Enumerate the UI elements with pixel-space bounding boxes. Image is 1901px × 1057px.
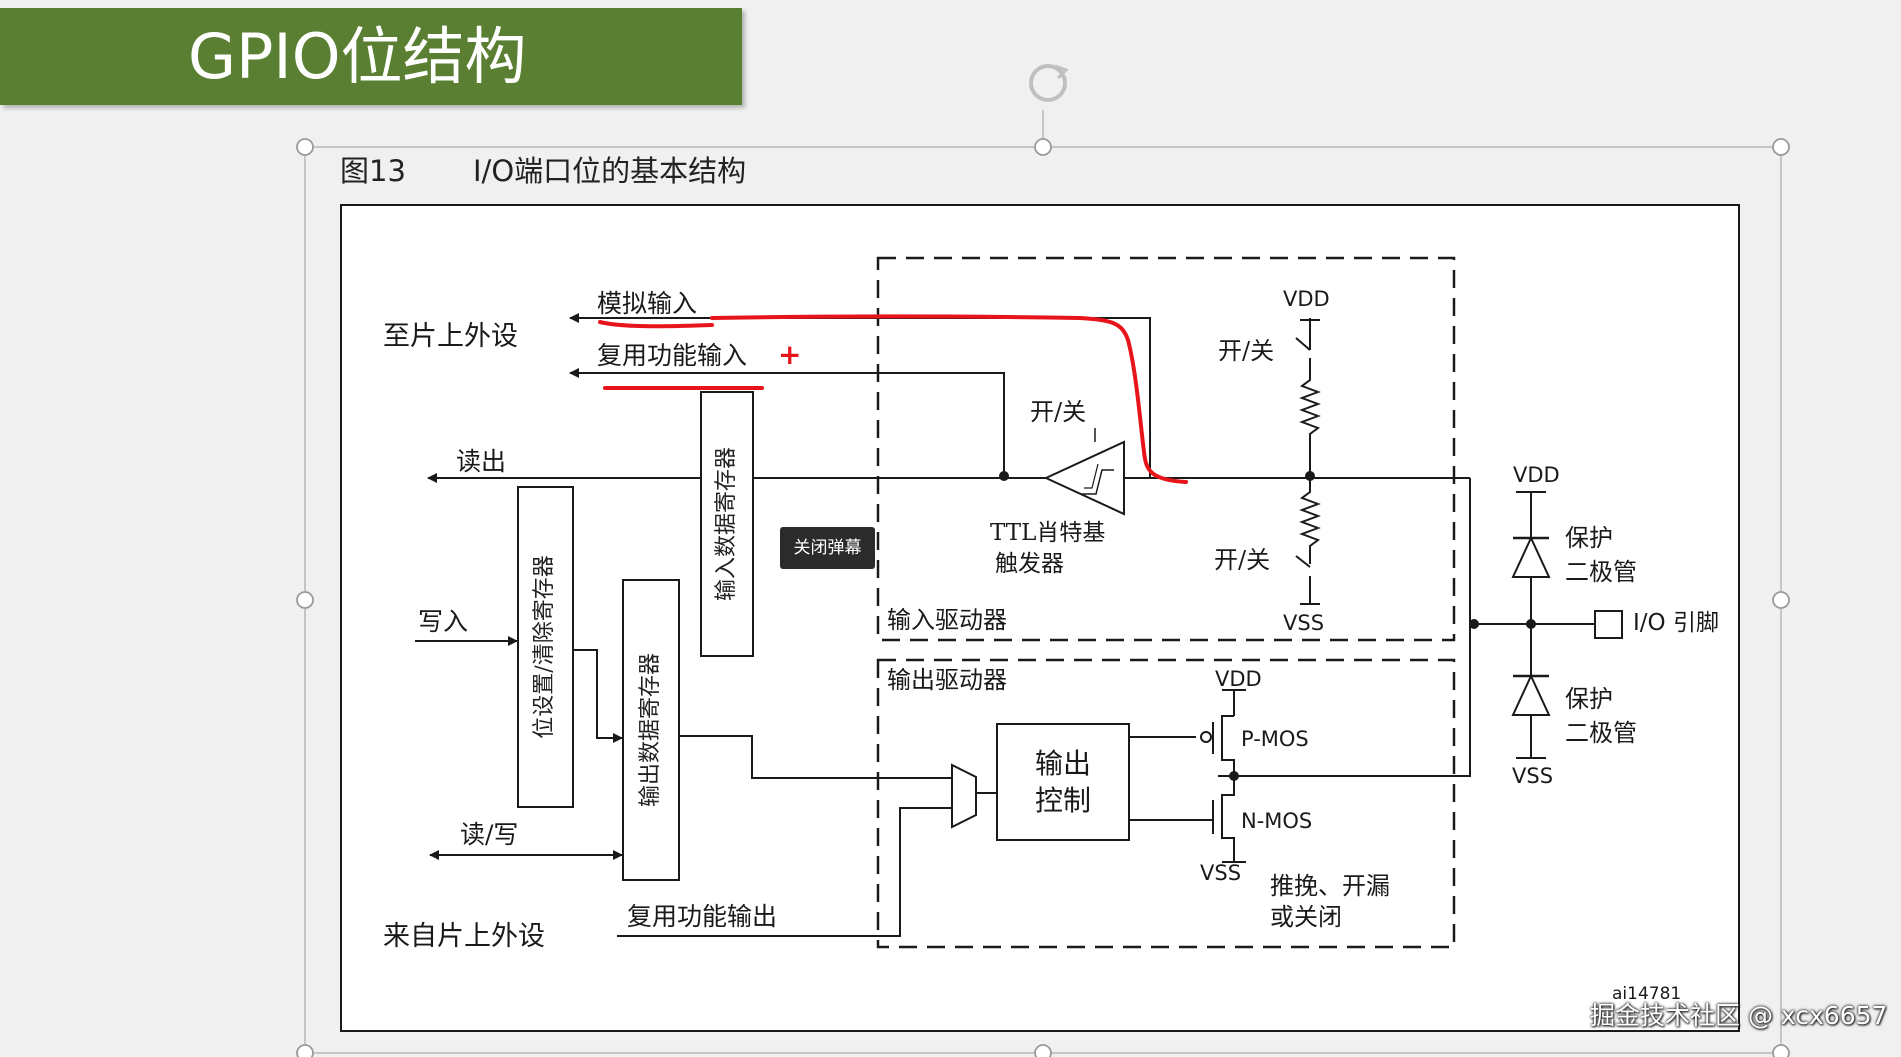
output-data-register: 输出数据寄存器	[622, 579, 680, 881]
alt-func-input-label: 复用功能输入	[597, 341, 747, 370]
output-mux	[951, 763, 977, 829]
input-driver-box	[876, 256, 1456, 642]
schmitt-label-line2: 触发器	[995, 551, 1064, 577]
bit-set-reset-register: 位设置/清除寄存器	[517, 486, 574, 808]
close-danmaku-button[interactable]: 关闭弹幕	[780, 527, 875, 569]
figure-caption-text: I/O端口位的基本结构	[473, 154, 746, 188]
output-driver-box	[876, 658, 1456, 949]
mode-label-line2: 或关闭	[1270, 903, 1342, 931]
resize-handle-bottom-right[interactable]	[1772, 1044, 1790, 1057]
figure-id-label: ai14781	[1612, 984, 1681, 1004]
pin-junction-dot-right	[1526, 619, 1536, 629]
input-driver-label: 输入驱动器	[887, 606, 1007, 634]
pulldown-switch	[1295, 555, 1311, 568]
pullup-resistor	[1299, 358, 1321, 478]
protection-diode-bottom-symbol	[1511, 673, 1551, 716]
vdd-diode-label: VDD	[1513, 463, 1560, 487]
red-annotation-strokes	[598, 314, 1188, 484]
read-write-label: 读/写	[460, 820, 518, 849]
bsrr-to-odr-line	[573, 649, 623, 743]
output-data-register-label: 输出数据寄存器	[638, 653, 663, 807]
protection-diode-bottom-line2: 二极管	[1565, 719, 1637, 747]
resize-handle-top-left[interactable]	[296, 138, 314, 156]
watermark: 掘金技术社区 @ xcx6657	[1590, 1001, 1888, 1030]
schmitt-label-line1: TTL肖特基	[990, 520, 1105, 546]
read-out-label: 读出	[456, 447, 506, 476]
vss-main-label: VSS	[1283, 611, 1324, 635]
slide-title: GPIO位结构	[188, 20, 527, 93]
resistor-junction-dot	[1305, 471, 1315, 481]
odr-to-mux-line	[679, 735, 952, 779]
output-control-line2: 控制	[1035, 784, 1091, 817]
red-plus-mark: +	[778, 338, 801, 371]
pullup-on-off-label: 开/关	[1218, 337, 1274, 365]
pulldown-resistor	[1299, 478, 1321, 564]
output-to-pin-line	[1218, 624, 1471, 777]
pmos-label: P-MOS	[1241, 727, 1309, 751]
resize-handle-bottom[interactable]	[1034, 1044, 1052, 1057]
protection-diode-top-line1: 保护	[1565, 524, 1613, 552]
pulldown-on-off-label: 开/关	[1214, 546, 1270, 574]
resize-handle-right[interactable]	[1772, 591, 1790, 609]
nmos-channel	[1221, 776, 1235, 862]
vss-output-label: VSS	[1200, 861, 1241, 885]
from-onchip-peripheral-label: 来自片上外设	[383, 921, 545, 952]
resize-handle-top-right[interactable]	[1772, 138, 1790, 156]
vdd-output-label: VDD	[1215, 667, 1262, 691]
read-junction-dot	[999, 471, 1009, 481]
pin-junction-dot-left	[1469, 619, 1479, 629]
nmos-label: N-MOS	[1241, 809, 1312, 833]
resize-handle-top[interactable]	[1034, 138, 1052, 156]
io-pin-icon	[1594, 610, 1623, 639]
to-onchip-peripheral-label: 至片上外设	[383, 321, 518, 352]
vdd-main-label: VDD	[1283, 287, 1330, 311]
alt-func-output-line	[617, 807, 952, 937]
alt-func-output-label: 复用功能输出	[627, 902, 777, 931]
mode-label-line1: 推挽、开漏	[1270, 872, 1390, 900]
input-data-register-label: 输入数据寄存器	[714, 447, 739, 601]
output-driver-label: 输出驱动器	[887, 666, 1007, 694]
protection-diode-bottom-line1: 保护	[1565, 685, 1613, 713]
protection-diode-top-line2: 二极管	[1565, 558, 1637, 586]
mos-drain-junction	[1229, 771, 1239, 781]
input-data-register: 输入数据寄存器	[700, 391, 754, 657]
output-control-line1: 输出	[1035, 747, 1091, 780]
alt-func-input-line	[569, 368, 1005, 476]
resize-handle-left[interactable]	[296, 591, 314, 609]
pmos-gate-bubble	[1200, 731, 1212, 743]
schmitt-trigger	[1043, 428, 1125, 516]
bit-set-reset-register-label: 位设置/清除寄存器	[532, 555, 557, 738]
io-pin-label: I/O 引脚	[1633, 610, 1719, 636]
analog-input-label: 模拟输入	[597, 289, 697, 318]
schmitt-on-off-label: 开/关	[1030, 398, 1086, 426]
write-in-label: 写入	[418, 607, 468, 636]
figure-caption-number: 图13	[340, 154, 406, 188]
pmos-channel	[1221, 715, 1235, 776]
resize-handle-bottom-left[interactable]	[296, 1044, 314, 1057]
protection-diode-top-symbol	[1511, 535, 1551, 578]
rotate-handle-icon[interactable]	[1029, 64, 1069, 102]
vss-diode-label: VSS	[1512, 764, 1553, 788]
output-control-block	[996, 723, 1130, 841]
pullup-switch	[1295, 337, 1311, 351]
slide-title-bar	[0, 8, 742, 105]
